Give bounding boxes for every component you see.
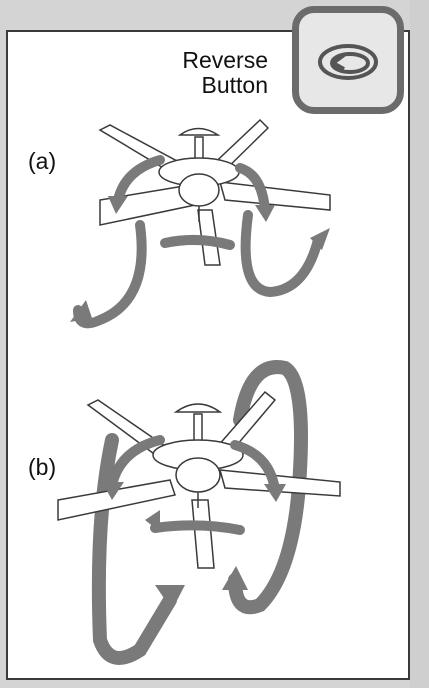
- fan-a-canopy: [180, 129, 218, 136]
- arrow-b-center-curve: [155, 525, 240, 530]
- arrow-a-center-curve: [165, 240, 230, 245]
- arrow-a-down-right: [246, 215, 318, 292]
- loop-b-left: [99, 440, 170, 658]
- fan-a-light: [179, 174, 219, 206]
- fan-b-blade-front: [192, 500, 214, 568]
- arrowhead-b-5: [222, 566, 248, 590]
- arrowhead-a-2: [255, 205, 275, 222]
- fan-a-blade-right: [220, 182, 330, 210]
- fan-b-light: [176, 458, 220, 492]
- fan-b-canopy: [176, 404, 220, 412]
- fan-b-downrod: [194, 414, 202, 442]
- arrow-b-left-curve: [112, 440, 160, 485]
- arrowhead-b-2: [264, 484, 286, 502]
